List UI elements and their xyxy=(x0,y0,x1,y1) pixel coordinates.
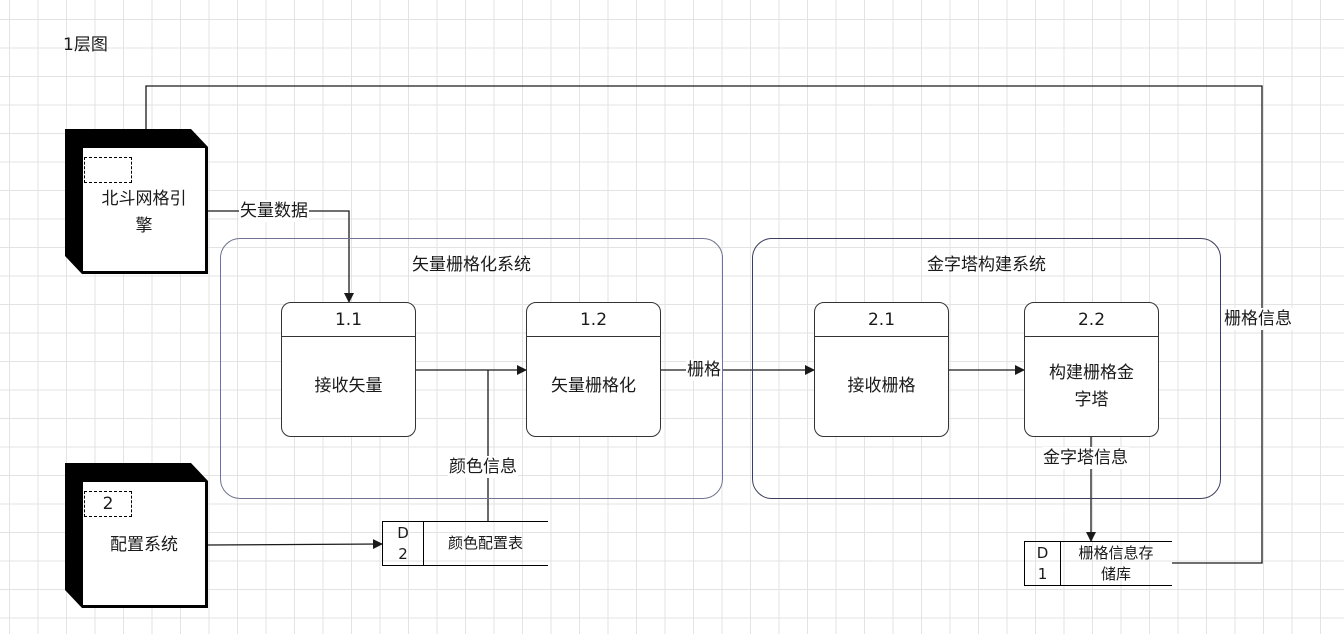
process-name: 接收栅格 xyxy=(847,376,916,396)
entity-name-line: 擎 xyxy=(135,216,153,236)
data-store-color-config[interactable]: D 2 颜色配置表 xyxy=(382,521,548,566)
diagram-title: 1层图 xyxy=(63,35,108,55)
store-id-line: D xyxy=(397,524,409,542)
flow-label-pyramid-info: 金字塔信息 xyxy=(1042,447,1129,469)
process-name-line: 字塔 xyxy=(1074,389,1109,410)
flow-label-color-info: 颜色信息 xyxy=(448,456,518,478)
process-1-1[interactable]: 1.1 接收矢量 xyxy=(281,302,416,437)
process-id: 2.2 xyxy=(1025,303,1158,337)
process-1-2[interactable]: 1.2 矢量栅格化 xyxy=(526,302,661,437)
external-entity-config-system[interactable]: 2 配置系统 xyxy=(65,463,208,608)
process-name-line: 构建栅格金 xyxy=(1049,362,1134,383)
store-name-line: 栅格信息存 xyxy=(1078,543,1154,562)
process-id: 1.2 xyxy=(527,303,660,337)
flow-label-vector-data: 矢量数据 xyxy=(239,200,309,222)
external-entity-beidou-grid-engine[interactable]: 北斗网格引 擎 xyxy=(65,129,208,274)
store-name: 颜色配置表 xyxy=(423,521,548,566)
store-id: D 2 xyxy=(382,521,424,566)
entity-id-box xyxy=(84,157,132,183)
flow-grid-info xyxy=(141,85,1263,564)
process-2-2[interactable]: 2.2 构建栅格金 字塔 xyxy=(1024,302,1159,437)
data-store-grid-info[interactable]: D 1 栅格信息存 储库 xyxy=(1024,541,1172,586)
flow-label-grid-info: 栅格信息 xyxy=(1223,308,1293,330)
entity-id-box: 2 xyxy=(84,491,132,517)
entity-face: 2 配置系统 xyxy=(82,481,206,606)
process-name: 接收矢量 xyxy=(314,376,383,396)
store-id-line: D xyxy=(1036,544,1049,562)
entity-name-line: 北斗网格引 xyxy=(101,189,187,209)
process-id: 1.1 xyxy=(282,303,415,337)
entity-face: 北斗网格引 擎 xyxy=(82,147,206,272)
store-id: D 1 xyxy=(1024,541,1061,586)
process-name: 构建栅格金 字塔 xyxy=(1031,337,1152,436)
process-name: 矢量栅格化 xyxy=(551,376,636,396)
process-2-1[interactable]: 2.1 接收栅格 xyxy=(814,302,949,437)
subsystem-title: 矢量栅格化系统 xyxy=(412,255,531,275)
subsystem-title: 金字塔构建系统 xyxy=(927,255,1046,275)
store-name-line: 颜色配置表 xyxy=(447,534,523,552)
process-id: 2.1 xyxy=(815,303,948,337)
store-name-line: 储库 xyxy=(1100,564,1131,583)
flow-label-grid: 栅格 xyxy=(686,359,722,381)
flow-config-to-store xyxy=(207,539,383,550)
store-id-line: 2 xyxy=(398,545,408,563)
store-name: 栅格信息存 储库 xyxy=(1060,541,1172,586)
store-id-line: 1 xyxy=(1037,565,1048,583)
subsystem-pyramid-build[interactable]: 金字塔构建系统 xyxy=(752,238,1221,499)
entity-name-line: 配置系统 xyxy=(110,535,178,555)
subsystem-vector-rasterization[interactable]: 矢量栅格化系统 xyxy=(220,238,723,499)
